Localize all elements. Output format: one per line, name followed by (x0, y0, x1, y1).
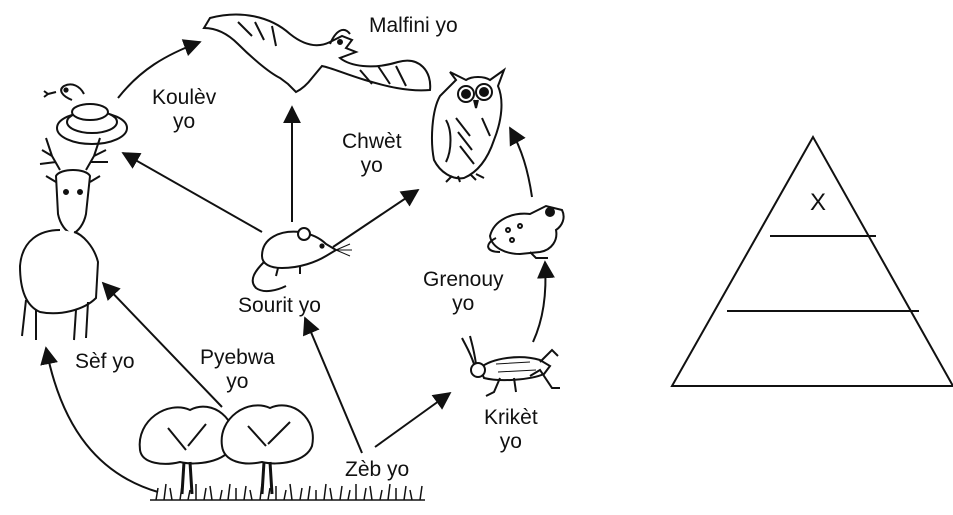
label-cricket: Krikèt yo (484, 406, 538, 454)
label-eagle: Malfini yo (369, 14, 458, 37)
snake-illustration (43, 83, 128, 145)
owl-illustration (431, 67, 507, 183)
trees-illustration (138, 404, 314, 495)
arrow-mouse-to-snake (121, 152, 263, 233)
energy-pyramid: X (670, 134, 953, 387)
arrow-trees-to-deer (101, 281, 223, 408)
label-cricket-line1: Krikèt (484, 406, 538, 429)
deer-illustration (18, 137, 108, 341)
frog-illustration (487, 204, 565, 259)
arrow-frog-to-owl (509, 126, 533, 198)
food-web-arrows (40, 39, 555, 493)
label-snake-line1: Koulèv (152, 86, 217, 109)
label-cricket-line2: yo (499, 430, 522, 453)
grass-illustration (150, 483, 425, 501)
label-trees-line2: yo (226, 370, 249, 393)
pyramid-top-label: X (810, 189, 826, 216)
pyramid-outline (670, 134, 953, 387)
cricket-illustration (461, 335, 560, 397)
arrow-snake-to-eagle (117, 39, 202, 99)
mouse-illustration (251, 227, 352, 293)
arrow-grass-to-cricket (374, 391, 452, 448)
label-mouse: Sourit yo (238, 294, 321, 317)
label-owl: Chwèt yo (342, 130, 402, 178)
arrow-grass-to-mouse (303, 316, 363, 454)
label-deer: Sèf yo (75, 350, 135, 373)
arrow-grass-to-deer (40, 346, 159, 493)
eagle-illustration (202, 13, 432, 94)
label-trees-line1: Pyebwa (200, 346, 275, 369)
label-owl-line1: Chwèt (342, 130, 402, 153)
label-grass: Zèb yo (345, 458, 410, 481)
label-frog: Grenouy yo (423, 268, 504, 316)
label-frog-line2: yo (452, 292, 475, 315)
label-snake: Koulèv yo (152, 86, 216, 134)
label-owl-line2: yo (360, 154, 383, 177)
arrow-mouse-to-owl (332, 188, 420, 248)
label-frog-line1: Grenouy (423, 268, 504, 291)
label-trees: Pyebwa yo (200, 346, 275, 394)
arrow-cricket-to-frog (532, 260, 555, 343)
label-snake-line2: yo (173, 110, 196, 133)
